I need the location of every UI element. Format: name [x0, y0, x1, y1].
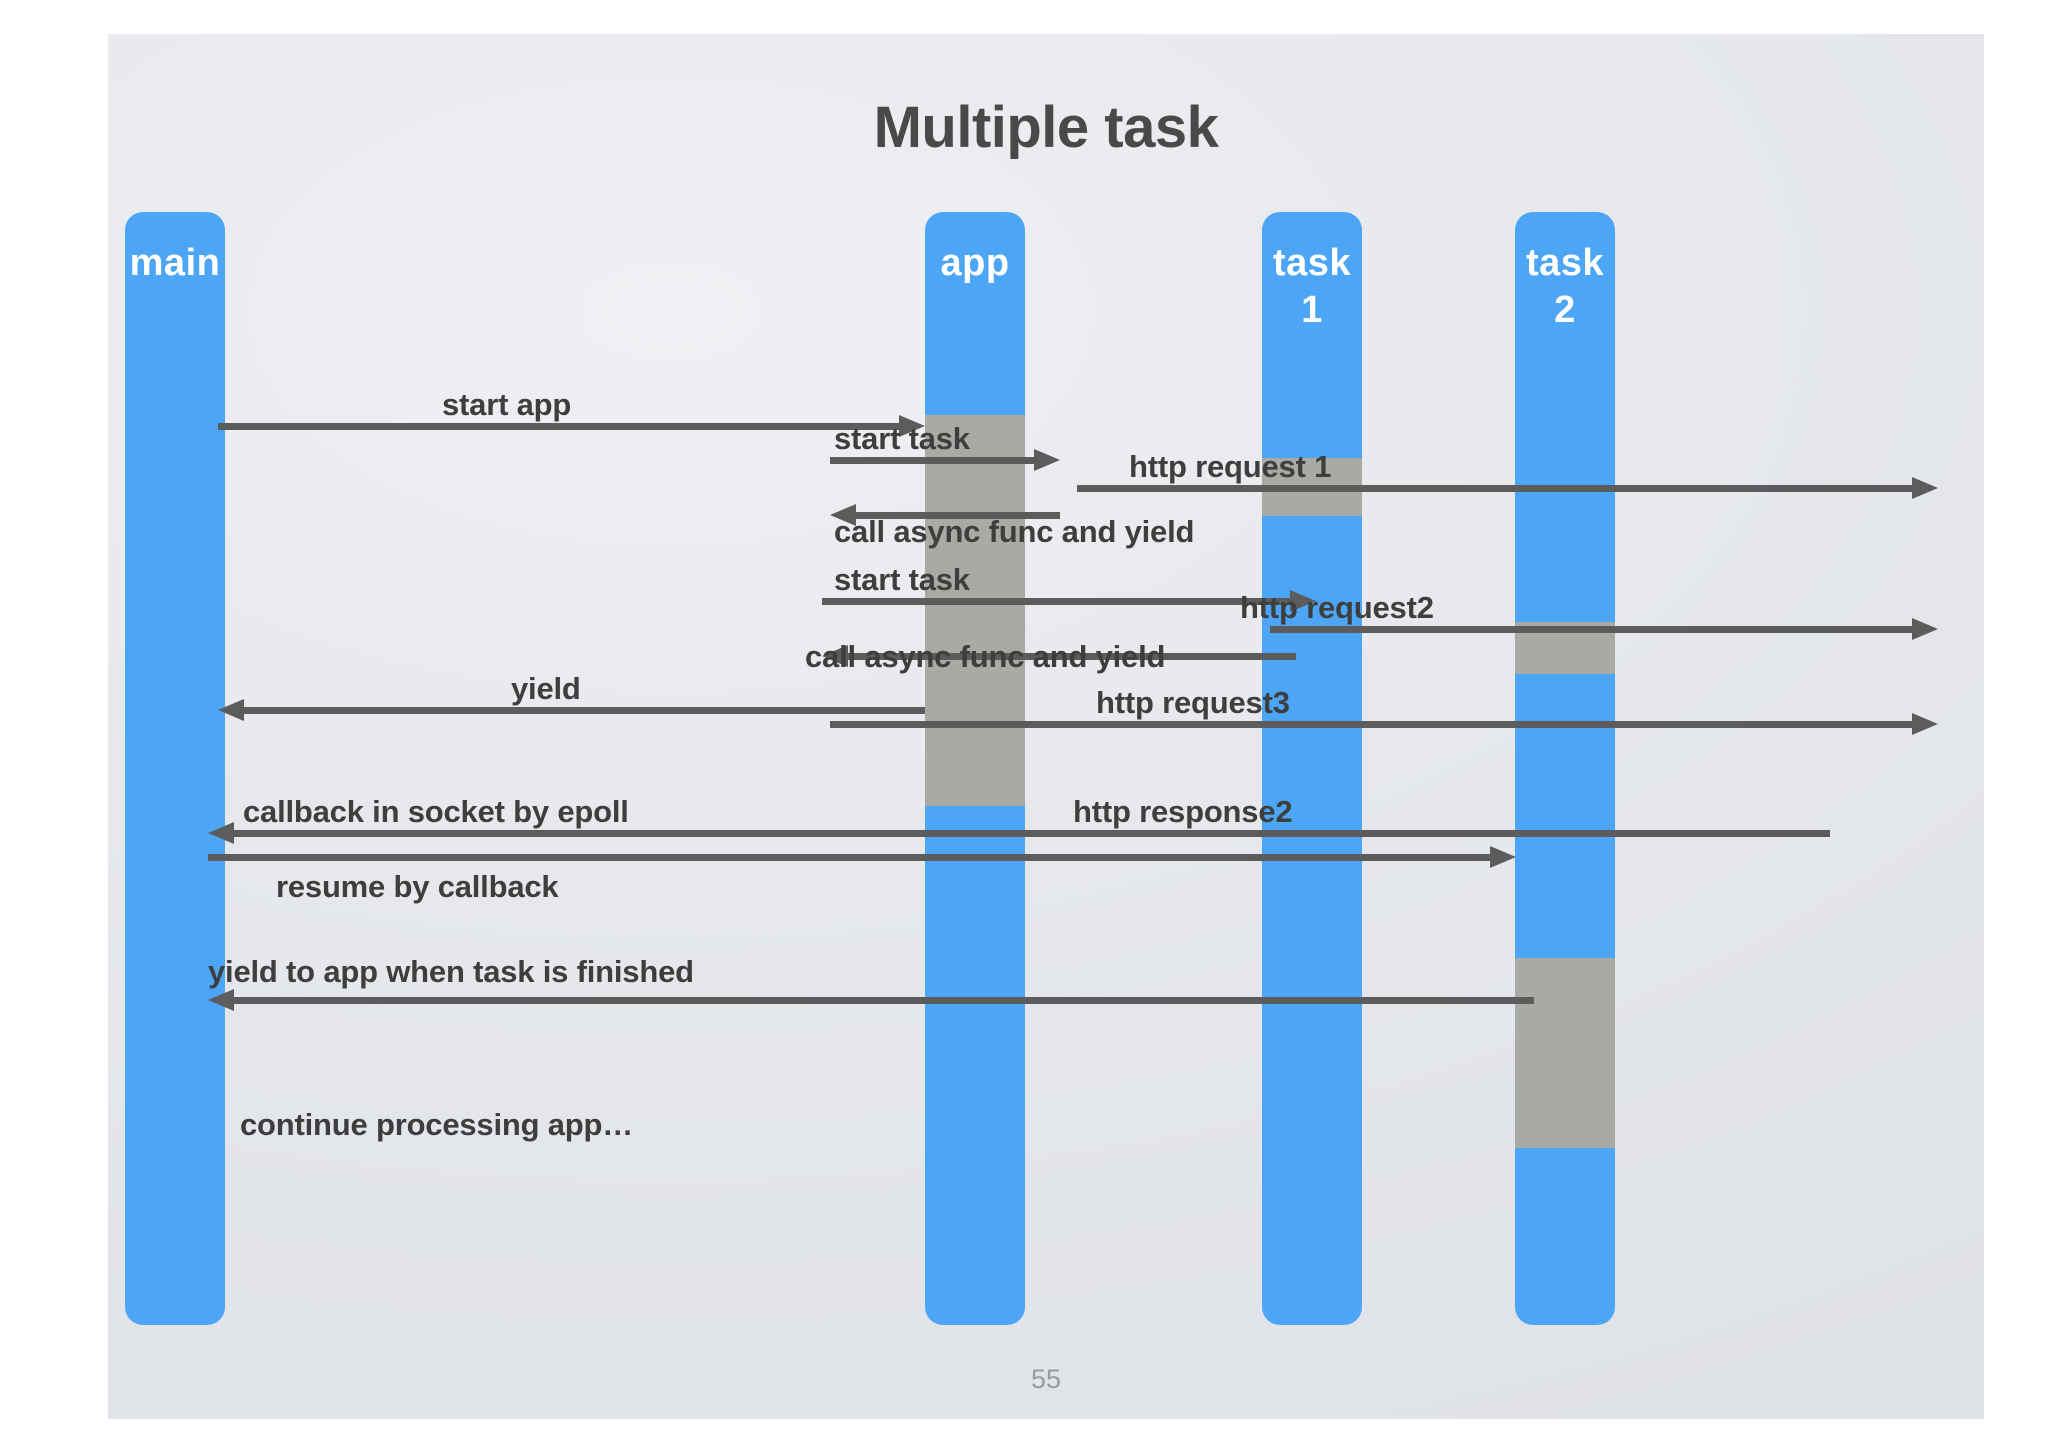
lifeline-main-label: main — [129, 242, 221, 284]
message-arrow-start-task-1 — [830, 449, 1062, 471]
message-arrow-start-app — [218, 415, 925, 437]
message-arrow-yield-to-app — [208, 989, 1560, 1011]
message-arrow-http-request-3 — [830, 713, 1940, 735]
message-arrow-http-request-2 — [1270, 618, 1940, 640]
activation-task2-second — [1515, 958, 1615, 1148]
message-arrow-call-async-func-yield-2 — [822, 645, 1318, 667]
message-label-http-request-3: http request3 — [1096, 685, 1290, 720]
message-arrow-start-task-2 — [822, 590, 1318, 612]
lifeline-task2-label-line2: 2 — [1554, 289, 1576, 331]
message-label-http-response-2: http response2 — [1073, 794, 1293, 829]
lifeline-task2: task 2 — [1515, 212, 1615, 1325]
message-label-yield-to-app: yield to app when task is finished — [208, 954, 694, 989]
lifeline-app-label: app — [940, 242, 1010, 284]
message-label-resume-by-callback: resume by callback — [276, 869, 559, 904]
lifeline-task1-label-line1: task — [1272, 242, 1352, 284]
message-label-continue-processing: continue processing app… — [240, 1107, 634, 1142]
message-label-call-async-func-yield-1: call async func and yield — [834, 514, 1195, 549]
message-arrow-resume-by-callback — [208, 846, 1518, 868]
message-label-start-app: start app — [442, 387, 572, 422]
message-arrow-callback-in-socket — [208, 822, 1830, 844]
message-label-http-request-1: http request 1 — [1129, 449, 1332, 484]
lifeline-task2-label-line1: task — [1525, 242, 1605, 284]
activation-app — [925, 415, 1025, 806]
message-label-start-task-1: start task — [834, 421, 970, 456]
page-number: 55 — [1030, 1364, 1062, 1394]
message-label-call-async-func-yield-2: call async func and yield — [805, 639, 1166, 674]
message-label-start-task-2: start task — [834, 562, 970, 597]
message-label-callback-in-socket: callback in socket by epoll — [243, 794, 629, 829]
lifeline-task1-label-line2: 1 — [1301, 289, 1323, 331]
message-arrow-call-async-func-yield-1 — [830, 504, 1062, 526]
slide-title: Multiple task — [873, 95, 1219, 160]
message-label-http-request-2: http request2 — [1240, 590, 1434, 625]
presentation-slide: Multiple task main app task 1 task 2 sta… — [108, 34, 1984, 1419]
message-arrow-yield — [218, 699, 925, 721]
lifeline-task1: task 1 — [1262, 212, 1362, 1325]
message-label-yield: yield — [511, 671, 581, 706]
lifeline-main: main — [125, 212, 225, 1325]
message-arrow-http-request-1 — [1077, 477, 1940, 499]
